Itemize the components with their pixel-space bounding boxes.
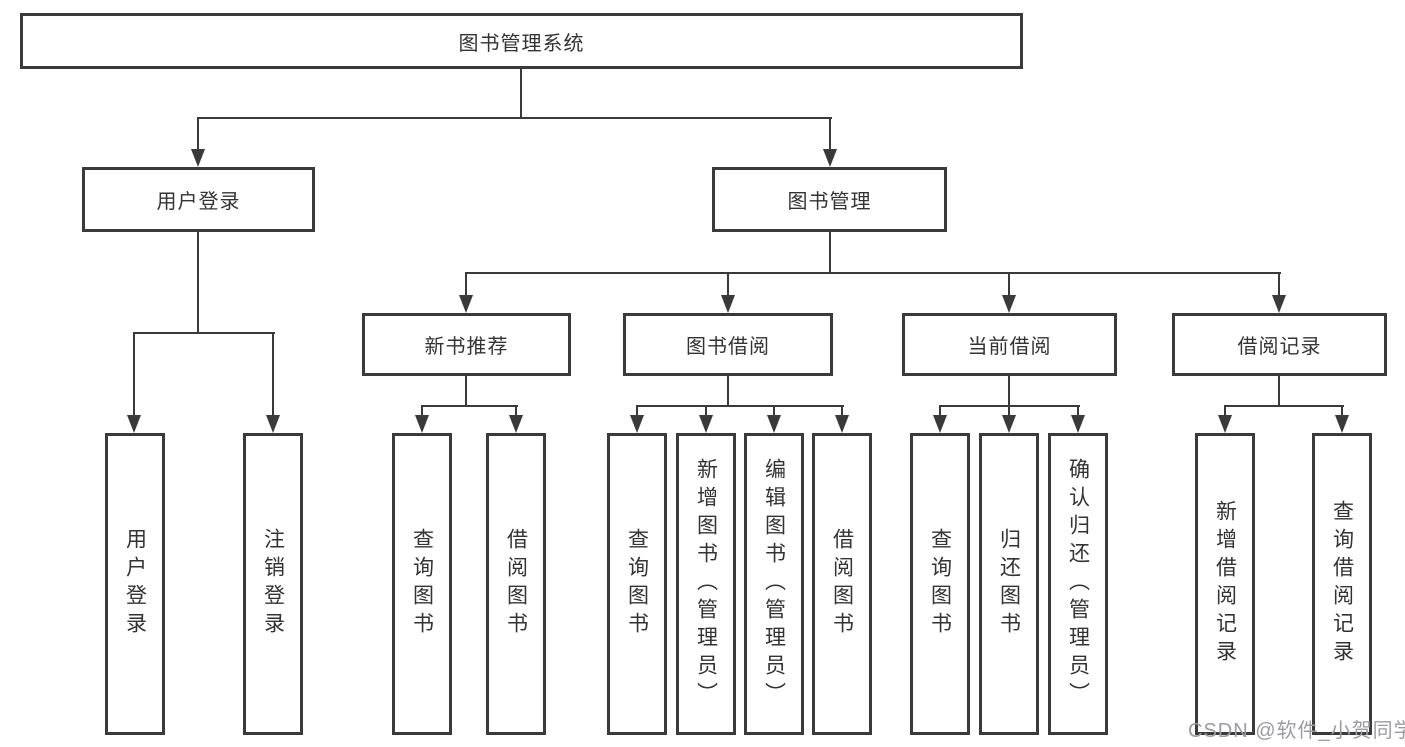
leaf-borrowing-edit-books-admin: 编辑图书（管理员） [744, 433, 804, 735]
connector-line [1341, 405, 1343, 417]
leaf-current-confirm-return-admin-label: 确认归还（管理员） [1066, 458, 1090, 710]
connector-line [939, 405, 941, 417]
leaf-borrowing-add-books-admin: 新增图书（管理员） [676, 433, 736, 735]
leaf-records-add-record: 新增借阅记录 [1195, 433, 1255, 735]
arrow-down-icon [1002, 295, 1016, 313]
leaf-records-query-record-label: 查询借阅记录 [1330, 500, 1354, 668]
node-new-book-recommend: 新书推荐 [362, 313, 571, 376]
connector-line [636, 405, 844, 407]
connector-line [773, 405, 775, 417]
arrow-down-icon [191, 149, 205, 167]
arrow-down-icon [509, 415, 523, 433]
leaf-logout: 注销登录 [243, 433, 303, 735]
leaf-recommend-borrow-books: 借阅图书 [486, 433, 546, 735]
node-book-management: 图书管理 [712, 167, 947, 232]
connector-line [465, 376, 467, 407]
leaf-borrowing-borrow-books: 借阅图书 [812, 433, 872, 735]
connector-line [465, 272, 1281, 274]
node-user-login: 用户登录 [82, 167, 315, 232]
arrow-down-icon [721, 295, 735, 313]
leaf-borrowing-edit-books-admin-label: 编辑图书（管理员） [762, 458, 786, 710]
connector-line [636, 405, 638, 417]
csdn-watermark: CSDN @软件_小贺同学 [1188, 720, 1405, 742]
connector-line [197, 232, 199, 334]
connector-line [133, 332, 275, 334]
connector-line [1008, 405, 1010, 417]
leaf-recommend-query-books: 查询图书 [392, 433, 452, 735]
arrow-down-icon [933, 415, 947, 433]
node-book-borrowing: 图书借阅 [623, 313, 833, 376]
arrow-down-icon [127, 415, 141, 433]
leaf-borrowing-add-books-admin-label: 新增图书（管理员） [694, 458, 718, 710]
connector-line [841, 405, 843, 417]
arrow-down-icon [1335, 415, 1349, 433]
connector-line [1077, 405, 1079, 417]
connector-line [1278, 376, 1280, 407]
arrow-down-icon [630, 415, 644, 433]
arrow-down-icon [767, 415, 781, 433]
connector-line [705, 405, 707, 417]
leaf-user-login-label: 用户登录 [123, 528, 147, 640]
connector-line [1224, 405, 1344, 407]
connector-line [829, 232, 831, 274]
arrow-down-icon [415, 415, 429, 433]
leaf-user-login: 用户登录 [105, 433, 165, 735]
leaf-current-query-books: 查询图书 [910, 433, 970, 735]
leaf-borrowing-query-books: 查询图书 [607, 433, 667, 735]
node-root-label: 图书管理系统 [458, 32, 585, 55]
arrow-down-icon [1002, 415, 1016, 433]
connector-line [515, 405, 517, 417]
connector-line [197, 117, 832, 119]
node-root: 图书管理系统 [20, 13, 1023, 69]
connector-line [1224, 405, 1226, 417]
leaf-current-return-books-label: 归还图书 [997, 528, 1021, 640]
connector-line [421, 405, 423, 417]
arrow-down-icon [699, 415, 713, 433]
leaf-logout-label: 注销登录 [261, 528, 285, 640]
leaf-current-return-books: 归还图书 [979, 433, 1039, 735]
node-new-book-recommend-label: 新书推荐 [424, 336, 509, 358]
connector-line [197, 117, 199, 151]
connector-line [1278, 272, 1280, 297]
leaf-current-confirm-return-admin: 确认归还（管理员） [1048, 433, 1108, 735]
node-user-login-label: 用户登录 [156, 191, 241, 213]
leaf-records-add-record-label: 新增借阅记录 [1213, 500, 1237, 668]
node-book-borrowing-label: 图书借阅 [686, 336, 770, 358]
connector-line [829, 117, 831, 151]
node-current-borrowing-label: 当前借阅 [967, 336, 1052, 358]
connector-line [727, 272, 729, 297]
connector-line [727, 376, 729, 407]
connector-line [465, 272, 467, 297]
arrow-down-icon [1272, 295, 1286, 313]
arrow-down-icon [266, 415, 280, 433]
arrow-down-icon [1071, 415, 1085, 433]
connector-line [133, 332, 135, 417]
leaf-recommend-query-books-label: 查询图书 [410, 528, 434, 640]
node-borrowing-records: 借阅记录 [1172, 313, 1387, 376]
arrow-down-icon [1218, 415, 1232, 433]
node-borrowing-records-label: 借阅记录 [1237, 336, 1322, 358]
node-book-management-label: 图书管理 [787, 191, 872, 213]
leaf-recommend-borrow-books-label: 借阅图书 [504, 528, 528, 640]
arrow-down-icon [835, 415, 849, 433]
connector-line [421, 405, 518, 407]
connector-line [1008, 376, 1010, 407]
connector-line [520, 69, 522, 119]
connector-line [1008, 272, 1010, 297]
arrow-down-icon [823, 149, 837, 167]
leaf-borrowing-borrow-books-label: 借阅图书 [830, 528, 854, 640]
arrow-down-icon [459, 295, 473, 313]
leaf-current-query-books-label: 查询图书 [928, 528, 952, 640]
leaf-borrowing-query-books-label: 查询图书 [625, 528, 649, 640]
connector-line [272, 332, 274, 417]
node-current-borrowing: 当前借阅 [902, 313, 1117, 376]
leaf-records-query-record: 查询借阅记录 [1312, 433, 1372, 735]
